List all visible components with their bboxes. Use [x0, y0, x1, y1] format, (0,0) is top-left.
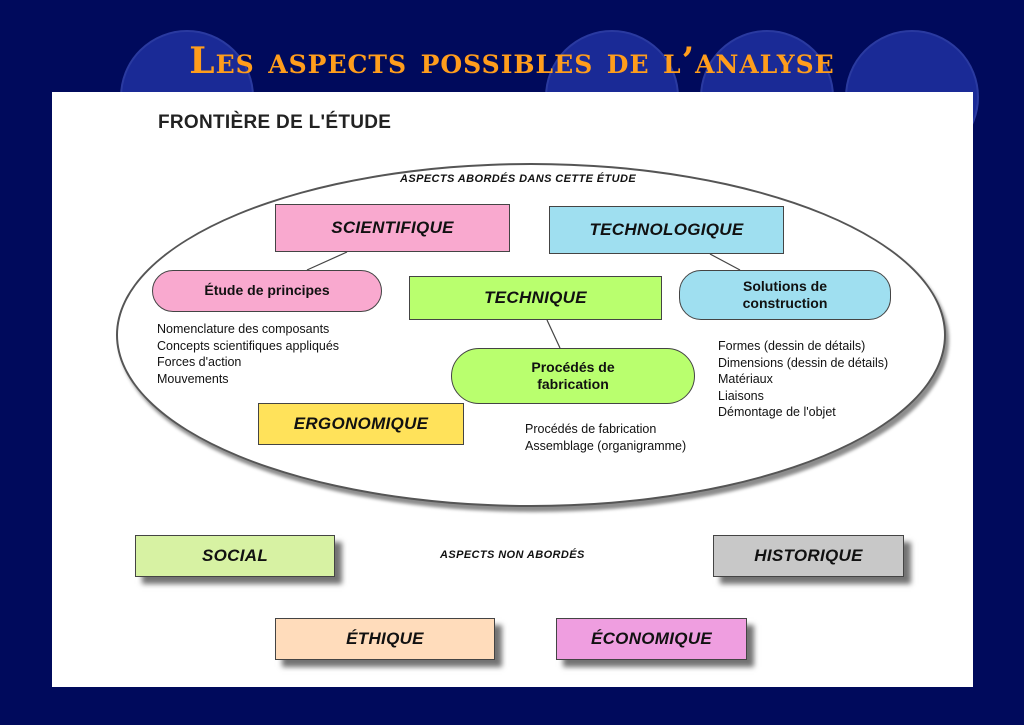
notes-procedes: Procédés de fabrication Assemblage (orga… [525, 421, 686, 454]
outside-aspects-label: ASPECTS NON ABORDÉS [440, 549, 585, 561]
diagram-panel: FRONTIÈRE DE L'ÉTUDE ASPECTS ABORDÉS DAN… [52, 92, 973, 687]
note-item: Procédés de fabrication [525, 422, 657, 436]
note-item: Matériaux [718, 372, 773, 386]
note-item: Mouvements [157, 371, 229, 386]
note-item: Assemblage (organigramme) [525, 438, 687, 453]
note-item: Nomenclature des composants [157, 322, 330, 336]
note-item: Formes (dessin de détails) [718, 339, 866, 353]
notes-solutions: Formes (dessin de détails) Dimensions (d… [718, 338, 888, 421]
aspect-technologique: TECHNOLOGIQUE [549, 206, 784, 254]
note-item: Dimensions (dessin de détails) [718, 355, 889, 370]
slide-title: Les aspects possibles de l’analyse [189, 40, 835, 82]
aspect-economique: ÉCONOMIQUE [556, 618, 747, 660]
frontier-title: FRONTIÈRE DE L'ÉTUDE [158, 112, 392, 133]
aspect-scientifique: SCIENTIFIQUE [275, 204, 510, 252]
notes-principes: Nomenclature des composants Concepts sci… [157, 321, 339, 387]
note-item: Concepts scientifiques appliqués [157, 338, 340, 353]
aspect-ethique: ÉTHIQUE [275, 618, 495, 660]
sub-solutions-de-construction: Solutions de construction [679, 270, 891, 320]
note-item: Liaisons [718, 388, 764, 403]
aspect-social: SOCIAL [135, 535, 335, 577]
connector-lines [306, 251, 741, 349]
connector-line [306, 251, 348, 271]
note-item: Forces d'action [157, 355, 242, 369]
aspect-historique: HISTORIQUE [713, 535, 904, 577]
sub-etude-de-principes: Étude de principes [152, 270, 382, 312]
connector-line [546, 319, 561, 349]
sub-procedes-de-fabrication: Procédés de fabrication [451, 348, 695, 404]
connector-line [709, 253, 741, 271]
aspect-ergonomique: ERGONOMIQUE [258, 403, 464, 445]
note-item: Démontage de l'objet [718, 405, 836, 419]
aspect-technique: TECHNIQUE [409, 276, 662, 320]
inside-aspects-label: ASPECTS ABORDÉS DANS CETTE ÉTUDE [400, 173, 637, 185]
study-boundary-ellipse [116, 163, 946, 507]
